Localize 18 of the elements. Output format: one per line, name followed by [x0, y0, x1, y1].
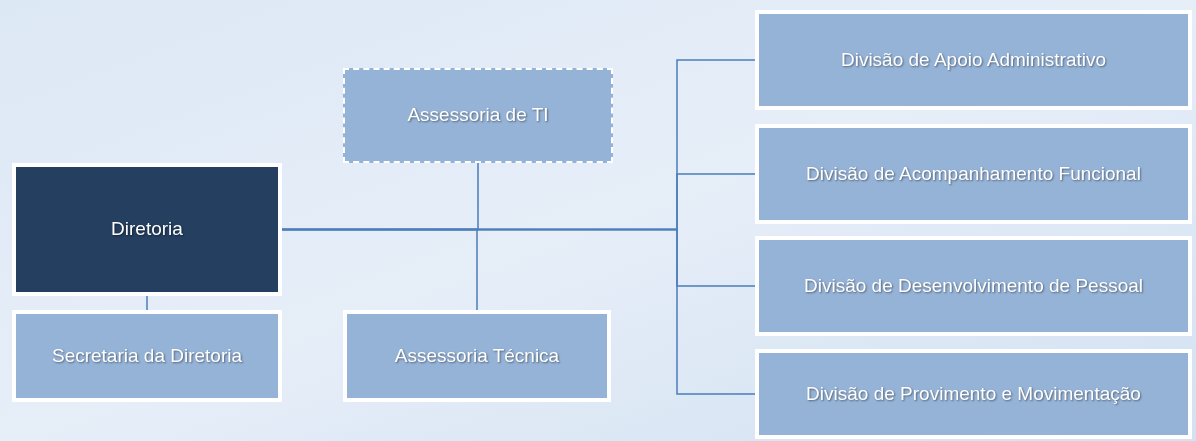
- unit-name: Divisão de Desenvolvimento de Pessoal: [804, 273, 1143, 298]
- unit-box: [755, 349, 1192, 439]
- unit-box: [343, 310, 611, 402]
- unit-box: [12, 310, 282, 402]
- unit-name: Divisão de Acompanhamento Funcional: [806, 161, 1141, 186]
- unit-box: [12, 163, 282, 296]
- unit-box: [755, 124, 1192, 224]
- dashed-unit-box: [343, 68, 613, 163]
- unit-name: Secretaria da Diretoria: [51, 343, 243, 368]
- unit-name: Diretoria: [111, 217, 183, 242]
- unit-name: Divisão de Apoio Administrativo: [840, 47, 1107, 72]
- unit-name: Assessoria de TI: [407, 103, 549, 128]
- unit-box: [755, 10, 1192, 110]
- unit-name: Divisão de Provimento e Movimentação: [806, 381, 1141, 406]
- unit-box: [755, 236, 1192, 336]
- connector-line: [281, 228, 756, 395]
- unit-name: Assessoria Técnica: [394, 343, 560, 368]
- connector-line: [146, 295, 148, 311]
